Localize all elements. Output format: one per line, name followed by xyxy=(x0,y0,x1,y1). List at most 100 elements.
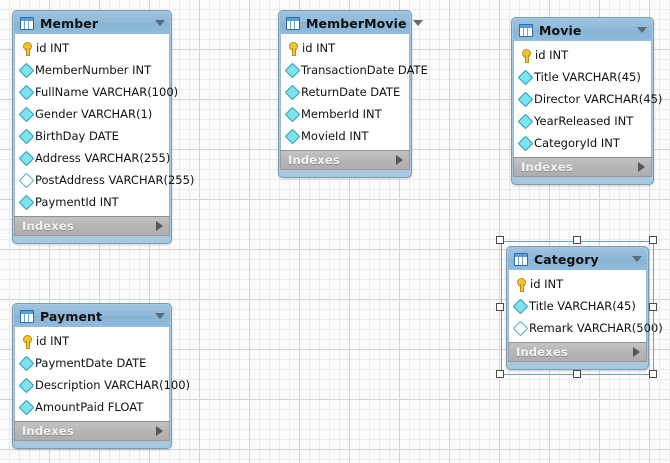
indexes-label: Indexes xyxy=(521,160,573,174)
column-label: MemberNumber INT xyxy=(35,63,152,77)
column-row[interactable]: Address VARCHAR(255) xyxy=(15,147,170,169)
column-row[interactable]: FullName VARCHAR(100) xyxy=(15,81,178,103)
chevron-right-icon[interactable] xyxy=(638,162,645,172)
column-row[interactable]: MemberNumber INT xyxy=(15,59,169,81)
chevron-down-icon[interactable] xyxy=(155,20,165,26)
chevron-right-icon[interactable] xyxy=(156,221,163,231)
table-columns-payment: id INT PaymentDate DATE Description VARCHA… xyxy=(14,327,190,421)
column-icon xyxy=(284,62,301,78)
column-label: ReturnDate DATE xyxy=(301,85,401,99)
table-icon xyxy=(20,16,34,30)
column-label: Description VARCHAR(100) xyxy=(35,378,191,392)
indexes-section-movie[interactable]: Indexes xyxy=(513,157,652,177)
table-header-payment[interactable]: Payment xyxy=(14,305,170,327)
indexes-section-membermovie[interactable]: Indexes xyxy=(280,150,410,170)
column-row[interactable]: AmountPaid FLOAT xyxy=(15,396,169,418)
column-row[interactable]: id INT xyxy=(281,37,409,59)
column-icon xyxy=(18,355,35,371)
table-icon xyxy=(20,309,34,323)
table-header-membermovie[interactable]: MemberMovie xyxy=(280,12,423,34)
indexes-section-member[interactable]: Indexes xyxy=(14,216,170,236)
resize-handle[interactable] xyxy=(649,370,657,378)
table-icon xyxy=(519,23,533,37)
column-label: id INT xyxy=(302,41,336,55)
column-label: id INT xyxy=(36,41,70,55)
table-figure-membermovie[interactable]: MemberMovie id INT TransactionDate DATE Ret… xyxy=(278,10,428,178)
table-figure-movie[interactable]: Movie id INT Title VARCHAR(45) Director VAR… xyxy=(511,17,662,185)
column-row[interactable]: Gender VARCHAR(1) xyxy=(15,103,169,125)
column-icon xyxy=(517,91,534,107)
column-row[interactable]: YearReleased INT xyxy=(514,110,651,132)
resize-handle[interactable] xyxy=(496,370,504,378)
column-row[interactable]: id INT xyxy=(15,37,169,59)
column-row[interactable]: CategoryId INT xyxy=(514,132,651,154)
table-title: MemberMovie xyxy=(306,15,407,31)
column-row[interactable]: Title VARCHAR(45) xyxy=(509,295,646,317)
resize-handle[interactable] xyxy=(572,236,581,244)
column-icon xyxy=(18,150,35,166)
column-icon xyxy=(18,106,35,122)
column-icon xyxy=(18,194,35,210)
column-row[interactable]: BirthDay DATE xyxy=(15,125,169,147)
column-row[interactable]: id INT xyxy=(514,44,651,66)
chevron-down-icon[interactable] xyxy=(632,256,642,262)
column-row[interactable]: PaymentId INT xyxy=(15,191,169,213)
column-row[interactable]: TransactionDate DATE xyxy=(281,59,428,81)
column-label: MemberId INT xyxy=(301,107,382,121)
chevron-right-icon[interactable] xyxy=(156,426,163,436)
chevron-down-icon[interactable] xyxy=(637,27,647,33)
column-row[interactable]: Title VARCHAR(45) xyxy=(514,66,651,88)
indexes-label: Indexes xyxy=(288,153,340,167)
table-figure-payment[interactable]: Payment id INT PaymentDate DATE Description… xyxy=(12,303,190,449)
resize-handle[interactable] xyxy=(496,236,504,244)
column-row[interactable]: ReturnDate DATE xyxy=(281,81,409,103)
indexes-section-payment[interactable]: Indexes xyxy=(14,421,170,441)
resize-handle[interactable] xyxy=(649,236,657,244)
column-row[interactable]: PaymentDate DATE xyxy=(15,352,169,374)
column-icon xyxy=(284,128,301,144)
resize-handle[interactable] xyxy=(496,303,504,311)
column-label: MovieId INT xyxy=(301,129,369,143)
column-label: YearReleased INT xyxy=(534,114,634,128)
chevron-down-icon[interactable] xyxy=(412,20,423,26)
primary-key-icon xyxy=(287,41,299,56)
column-row[interactable]: MovieId INT xyxy=(281,125,409,147)
column-row[interactable]: PostAddress VARCHAR(255) xyxy=(15,169,194,191)
indexes-section-category[interactable]: Indexes xyxy=(508,342,647,362)
column-row[interactable]: id INT xyxy=(509,273,646,295)
column-label: AmountPaid FLOAT xyxy=(35,400,144,414)
chevron-right-icon[interactable] xyxy=(396,155,403,165)
column-label: PostAddress VARCHAR(255) xyxy=(35,173,195,187)
indexes-label: Indexes xyxy=(22,424,74,438)
column-row[interactable]: Remark VARCHAR(500) xyxy=(509,317,663,339)
resize-handle[interactable] xyxy=(649,303,657,311)
column-label: Remark VARCHAR(500) xyxy=(529,321,663,335)
column-row[interactable]: MemberId INT xyxy=(281,103,409,125)
column-icon xyxy=(512,320,529,336)
table-title: Member xyxy=(40,15,99,31)
primary-key-icon xyxy=(515,277,527,292)
table-columns-member: id INT MemberNumber INT FullName VARCHAR(1… xyxy=(14,34,194,216)
table-header-member[interactable]: Member xyxy=(14,12,170,34)
column-row[interactable]: id INT xyxy=(15,330,169,352)
column-icon xyxy=(18,128,35,144)
primary-key-icon xyxy=(21,41,33,56)
chevron-down-icon[interactable] xyxy=(155,313,165,319)
chevron-right-icon[interactable] xyxy=(633,347,640,357)
table-figure-member[interactable]: Member id INT MemberNumber INT FullName VAR… xyxy=(12,10,194,244)
column-icon xyxy=(517,69,534,85)
column-label: Title VARCHAR(45) xyxy=(534,70,641,84)
table-header-category[interactable]: Category xyxy=(508,248,647,270)
table-header-movie[interactable]: Movie xyxy=(513,19,652,41)
column-label: id INT xyxy=(36,334,70,348)
resize-handle[interactable] xyxy=(572,370,581,378)
column-label: PaymentDate DATE xyxy=(35,356,147,370)
column-row[interactable]: Description VARCHAR(100) xyxy=(15,374,190,396)
column-icon xyxy=(284,84,301,100)
column-icon xyxy=(18,399,35,415)
primary-key-icon xyxy=(520,48,532,63)
column-row[interactable]: Director VARCHAR(45) xyxy=(514,88,662,110)
